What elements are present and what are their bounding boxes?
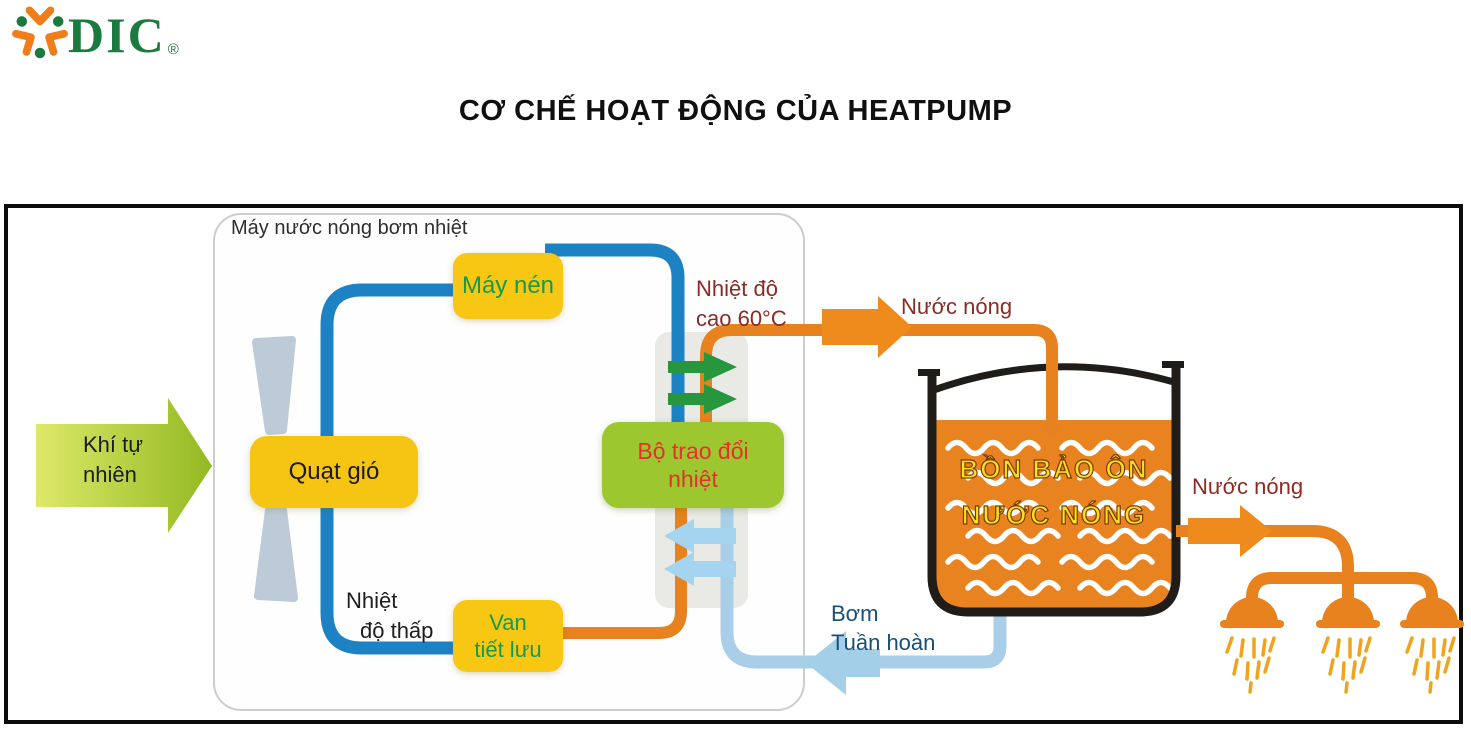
brand-name: DIC® (68, 7, 181, 63)
unit-label: Máy nước nóng bơm nhiệt (231, 217, 468, 239)
hot-water-label-right: Nước nóng (1192, 474, 1304, 499)
hot-water-label-top: Nước nóng (901, 294, 1013, 319)
registered-mark: ® (167, 41, 181, 58)
compressor-box: Máy nén (453, 253, 563, 319)
dic-logo-icon (12, 6, 68, 59)
page-title: CƠ CHẾ HOẠT ĐỘNG CỦA HEATPUMP (458, 95, 1013, 127)
fan-box: Quạt gió (250, 436, 418, 508)
brand-logo: DIC® (12, 4, 179, 79)
